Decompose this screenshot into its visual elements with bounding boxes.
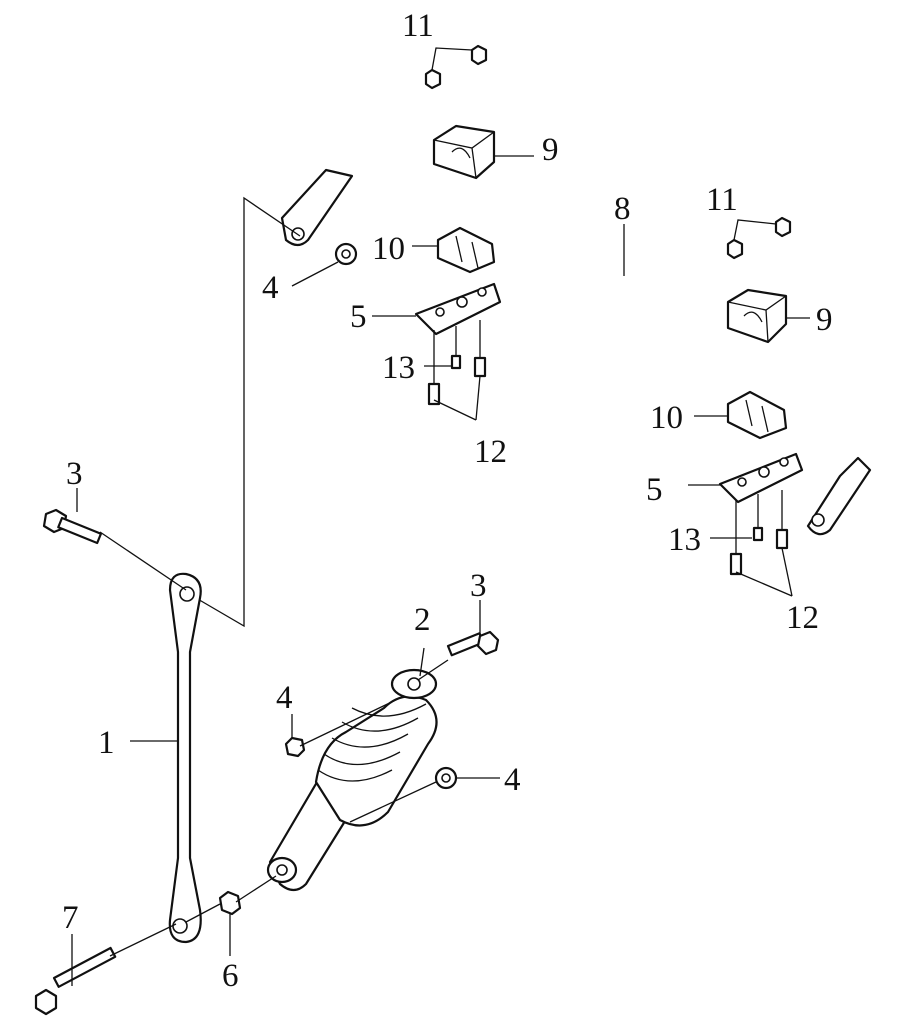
callout-11-top: 11 [402,8,434,44]
callout-1: 1 [98,725,115,761]
callout-9-right: 9 [816,302,833,338]
callout-2: 2 [414,602,431,638]
link-rod [168,572,202,944]
callout-5-left: 5 [350,299,367,335]
callout-labels: 1 2 3 3 4 4 4 5 5 6 7 8 9 9 10 10 11 11 … [62,8,833,994]
callout-13-right: 13 [668,522,701,558]
callout-12-right: 12 [786,600,819,636]
callout-3-right: 3 [470,568,487,604]
clamp-right [726,390,788,440]
mount-plate-right [718,452,804,504]
callout-6: 6 [222,958,239,994]
callout-13-left: 13 [382,350,415,386]
callout-10-right: 10 [650,400,683,436]
washer-upper [334,242,358,266]
callout-5-right: 5 [646,472,663,508]
mount-plate-left [414,282,502,336]
bushing-left [432,124,496,180]
callout-11-right: 11 [706,182,738,218]
callout-12-left: 12 [474,434,507,470]
stabilizer-bar [280,143,875,536]
callout-7: 7 [62,900,79,936]
bushing-right [726,288,788,344]
leader-lines [71,155,810,986]
callout-8: 8 [614,191,631,227]
callout-4-shock-right: 4 [504,762,521,798]
bolt-upper-left [42,508,187,591]
callout-10-left: 10 [372,231,405,267]
bolt-upper-right [417,630,500,681]
clamp-left [436,226,496,274]
callout-4-upper: 4 [262,270,279,306]
shock-absorber [266,668,438,892]
nut-lower [218,875,277,916]
nuts-right [726,216,792,260]
callout-4-shock-left: 4 [276,680,293,716]
callout-3-left: 3 [66,456,83,492]
bolt-lower [34,903,221,1016]
callout-9-left: 9 [542,132,559,168]
fasteners-right [729,490,789,576]
nuts-top-left [424,44,488,90]
